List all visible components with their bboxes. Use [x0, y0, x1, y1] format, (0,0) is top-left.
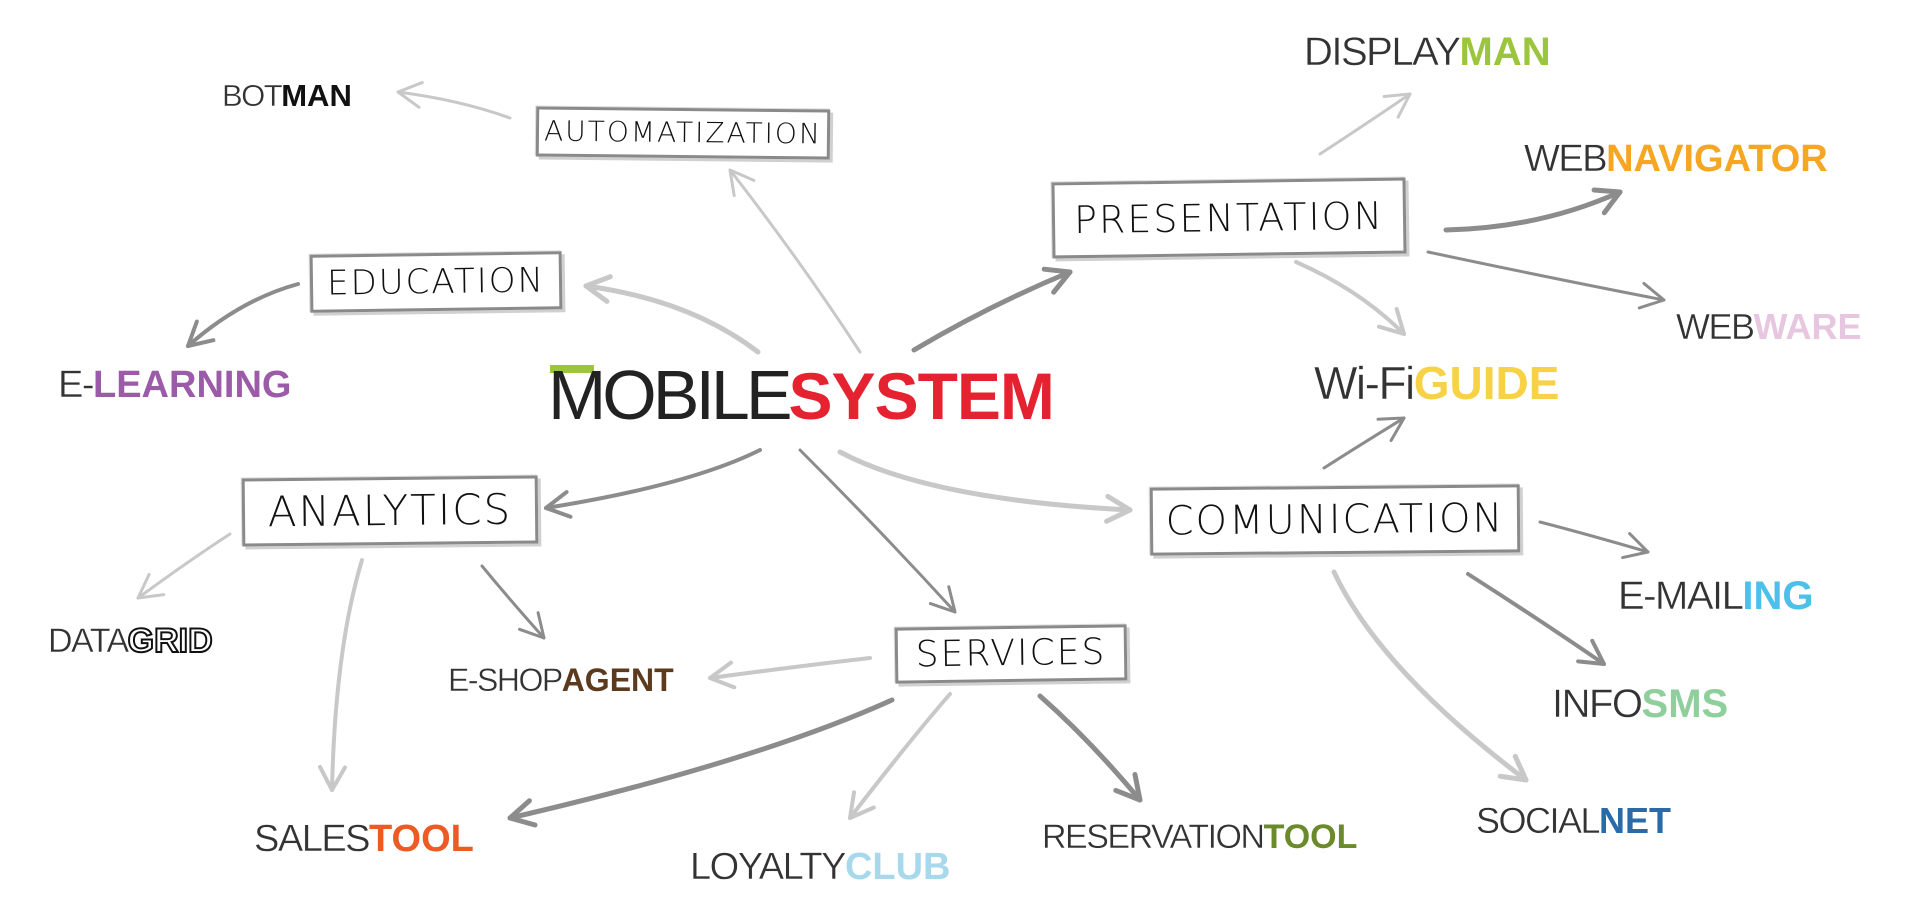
arrow-presentation-to-webware: [1426, 250, 1666, 310]
arrow-comunication-to-e-mailing: [1538, 520, 1650, 560]
product-suffix: NET: [1599, 800, 1672, 841]
arrow-analytics-to-e-shopagent: [480, 564, 546, 640]
product-suffix: SMS: [1641, 682, 1729, 726]
product-reservationtool: RESERVATIONTOOL: [1042, 818, 1358, 857]
arrow-center-to-services: [798, 448, 957, 614]
arrow-center-to-analytics: [544, 448, 762, 519]
arrow-services-to-e-shopagent: [708, 656, 872, 690]
arrow-presentation-to-webnavigator: [1443, 187, 1623, 233]
arrow-services-to-salestool: [507, 697, 895, 828]
product-loyaltyclub: LOYALTYCLUB: [690, 846, 951, 889]
product-prefix: SALES: [254, 818, 371, 860]
product-infosms: INFOSMS: [1552, 682, 1728, 727]
product-suffix: ING: [1742, 574, 1814, 618]
arrow-presentation-to-wifiguide: [1294, 260, 1406, 336]
product-suffix: TOOL: [369, 818, 474, 860]
product-webnavigator: WEBNAVIGATOR: [1524, 138, 1828, 181]
product-prefix: E-: [58, 364, 95, 406]
product-socialnet: SOCIALNET: [1476, 800, 1671, 842]
product-suffix: AGENT: [561, 662, 674, 698]
product-prefix: DISPLAY: [1304, 30, 1461, 74]
category-label: AUTOMATIZATION: [543, 114, 823, 151]
category-services: SERVICES: [894, 624, 1128, 684]
arrow-center-to-comunication: [837, 449, 1133, 524]
product-prefix: INFO: [1552, 682, 1643, 726]
product-displayman: DISPLAYMAN: [1304, 30, 1551, 75]
product-e-learning: E-LEARNING: [58, 364, 292, 407]
product-suffix: GUIDE: [1413, 357, 1560, 409]
product-botman: BOTMAN: [222, 78, 352, 114]
arrow-services-to-reservationtool: [1037, 693, 1143, 803]
product-prefix: WEB: [1676, 306, 1755, 347]
product-prefix: Wi-Fi: [1314, 357, 1416, 409]
product-suffix: WARE: [1753, 306, 1862, 347]
category-presentation: PRESENTATION: [1051, 177, 1407, 259]
product-suffix: MAN: [281, 78, 352, 113]
category-label: PRESENTATION: [1073, 193, 1385, 243]
product-prefix: RESERVATION: [1042, 818, 1265, 856]
arrow-center-to-presentation: [911, 266, 1073, 353]
arrow-comunication-to-wifiguide: [1322, 416, 1406, 470]
title-suffix: SYSTEM: [788, 359, 1055, 433]
category-label: EDUCATION: [326, 260, 546, 304]
arrow-center-to-education: [583, 274, 761, 355]
title-prefix: MOBILE: [548, 356, 793, 434]
product-suffix: LEARNING: [93, 364, 292, 406]
arrow-services-to-loyaltyclub: [848, 692, 952, 820]
product-webware: WEBWARE: [1676, 306, 1862, 348]
product-prefix: E-MAIL: [1618, 574, 1744, 618]
category-automatization: AUTOMATIZATION: [535, 106, 831, 160]
product-e-mailing: E-MAILING: [1618, 574, 1814, 619]
product-prefix: SOCIAL: [1476, 800, 1601, 841]
category-label: ANALYTICS: [267, 484, 513, 537]
arrow-comunication-to-socialnet: [1331, 569, 1529, 783]
center-title: MOBILESYSTEM: [548, 355, 1055, 435]
arrow-analytics-to-salestool: [318, 558, 364, 792]
product-prefix: BOT: [222, 78, 283, 113]
category-label: SERVICES: [915, 631, 1107, 676]
product-datagrid: DATAGRID: [48, 621, 214, 661]
product-prefix: E-SHOP: [448, 662, 564, 698]
category-analytics: ANALYTICS: [241, 475, 539, 547]
product-suffix: CLUB: [844, 846, 951, 888]
category-comunication: COMUNICATION: [1149, 484, 1521, 556]
product-wifiguide: Wi-FiGUIDE: [1314, 356, 1560, 410]
product-prefix: LOYALTY: [690, 846, 847, 888]
product-suffix: GRID: [127, 621, 214, 661]
arrow-analytics-to-datagrid: [136, 532, 232, 600]
arrow-automatization-to-botman: [396, 81, 512, 120]
product-prefix: WEB: [1524, 138, 1608, 180]
title-accent-bar: [550, 365, 594, 373]
arrow-education-to-e-learning: [186, 282, 300, 348]
product-suffix: MAN: [1459, 30, 1551, 74]
category-education: EDUCATION: [309, 251, 563, 313]
product-salestool: SALESTOOL: [254, 818, 474, 861]
arrow-comunication-to-infosms: [1466, 572, 1606, 666]
arrow-center-to-automatization: [728, 168, 862, 354]
product-prefix: DATA: [48, 622, 130, 660]
product-suffix: NAVIGATOR: [1606, 138, 1828, 180]
product-suffix: TOOL: [1263, 818, 1358, 856]
arrow-presentation-to-displayman: [1318, 92, 1412, 156]
product-e-shopagent: E-SHOPAGENT: [448, 662, 674, 699]
category-label: COMUNICATION: [1165, 495, 1505, 545]
